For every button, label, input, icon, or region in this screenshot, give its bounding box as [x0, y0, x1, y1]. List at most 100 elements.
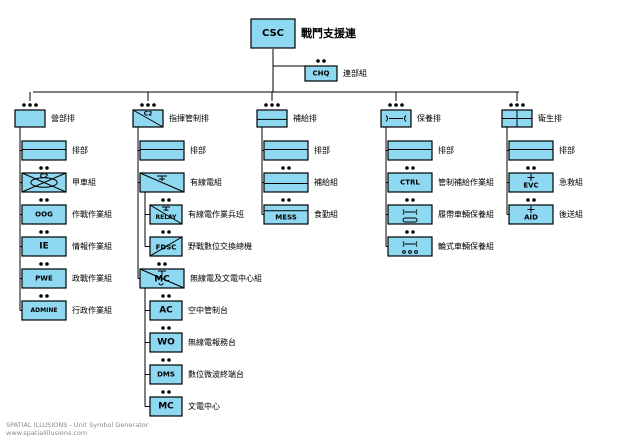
echelon-dot — [411, 166, 415, 170]
unit-frame — [149, 396, 183, 417]
footer-url: www.spatialillusions.com — [6, 429, 88, 437]
unit-label: 戰鬥支援連 — [301, 26, 357, 40]
unit-frame — [149, 332, 183, 353]
unit-frame — [250, 18, 296, 49]
echelon-dot — [521, 103, 525, 107]
echelon-dot — [405, 198, 409, 202]
unit-label: 無線電及文電中心組 — [190, 273, 262, 283]
unit-label: 有線電組 — [190, 177, 222, 187]
echelon-dot — [140, 103, 144, 107]
column-unit-3[interactable]: 保養排 — [380, 103, 441, 128]
unit-code: FDSC — [156, 244, 177, 252]
unit-frame — [14, 109, 46, 128]
symbol-mark — [21, 172, 67, 193]
child-unit-1-1[interactable]: 有線電組 — [139, 172, 222, 193]
symbol-mark — [132, 109, 164, 128]
symbol-mark — [402, 209, 418, 215]
column-unit-0[interactable]: 營部排 — [14, 103, 75, 128]
child-unit-3-3[interactable]: 輪式車輛保養組 — [387, 230, 494, 257]
child-unit-2-0[interactable]: 排部 — [263, 140, 330, 161]
unit-label: 文電中心 — [188, 401, 220, 411]
wheel-mark — [408, 250, 412, 254]
echelon-dot — [287, 166, 291, 170]
unit-label: 政戰作業組 — [72, 273, 112, 283]
symbol-mark — [149, 236, 183, 257]
echelon-dot — [411, 198, 415, 202]
unit-label: 履帶車輛保養組 — [438, 209, 494, 219]
echelon-dot — [45, 198, 49, 202]
echelon-dot — [163, 262, 167, 266]
echelon-dot — [39, 262, 43, 266]
column-unit-4[interactable]: 衛生排 — [501, 103, 562, 128]
child-unit-0-0[interactable]: 排部 — [21, 140, 88, 161]
unit-label: 有線電作業兵班 — [188, 209, 244, 219]
wheel-mark — [414, 250, 418, 254]
echelon-dot — [161, 390, 165, 394]
echelon-dot — [167, 390, 171, 394]
unit-frame — [149, 364, 183, 385]
unit-frame — [263, 204, 309, 225]
child-unit-1-0[interactable]: 排部 — [139, 140, 206, 161]
unit-frame — [263, 140, 309, 161]
unit-label: 行政作業組 — [72, 305, 112, 315]
unit-code: CHQ — [313, 70, 330, 78]
symbol-mark — [139, 172, 185, 193]
echelon-dot — [146, 103, 150, 107]
child-unit-2-1[interactable]: 補給組 — [263, 166, 338, 193]
echelon-dot — [281, 198, 285, 202]
child-unit-0-2[interactable]: OOG 作戰作業組 — [21, 198, 112, 225]
echelon-dot — [34, 103, 38, 107]
echelon-dot — [264, 103, 268, 107]
child-unit-4-0[interactable]: 排部 — [508, 140, 575, 161]
echelon-dot — [161, 198, 165, 202]
child-unit-1-8[interactable]: MC 文電中心 — [149, 390, 220, 417]
tracked-mark — [402, 217, 418, 223]
child-unit-3-2[interactable]: 履帶車輛保養組 — [387, 198, 494, 225]
unit-code: MC — [158, 402, 174, 412]
unit-frame — [387, 172, 433, 193]
unit-frame — [387, 236, 433, 257]
echelon-dot — [394, 103, 398, 107]
unit-frame — [508, 172, 554, 193]
symbol-mark — [385, 115, 407, 122]
unit-label: 空中管制台 — [188, 305, 228, 315]
unit-code: C2 — [144, 111, 153, 118]
symbol-mark — [139, 268, 185, 289]
echelon-dot — [281, 166, 285, 170]
child-unit-0-4[interactable]: PWE 政戰作業組 — [21, 262, 112, 289]
unit-frame — [21, 300, 67, 321]
unit-label: 排部 — [190, 145, 206, 155]
echelon-dot — [287, 198, 291, 202]
echelon-dot — [157, 262, 161, 266]
child-unit-3-0[interactable]: 排部 — [387, 140, 454, 161]
unit-code: PWE — [35, 275, 53, 283]
unit-frame — [387, 204, 433, 225]
unit-label: 情報作業組 — [72, 241, 112, 251]
echelon-dot — [45, 262, 49, 266]
symbol-mark — [502, 110, 532, 127]
unit-label: 作戰作業組 — [72, 209, 112, 219]
echelon-dot — [152, 103, 156, 107]
unit-code: OOG — [35, 211, 53, 219]
column-unit-2[interactable]: 補給排 — [256, 103, 317, 128]
unit-frame — [263, 172, 309, 193]
echelon-dot — [39, 166, 43, 170]
unit-label: 排部 — [438, 145, 454, 155]
armor-mark — [30, 177, 58, 188]
